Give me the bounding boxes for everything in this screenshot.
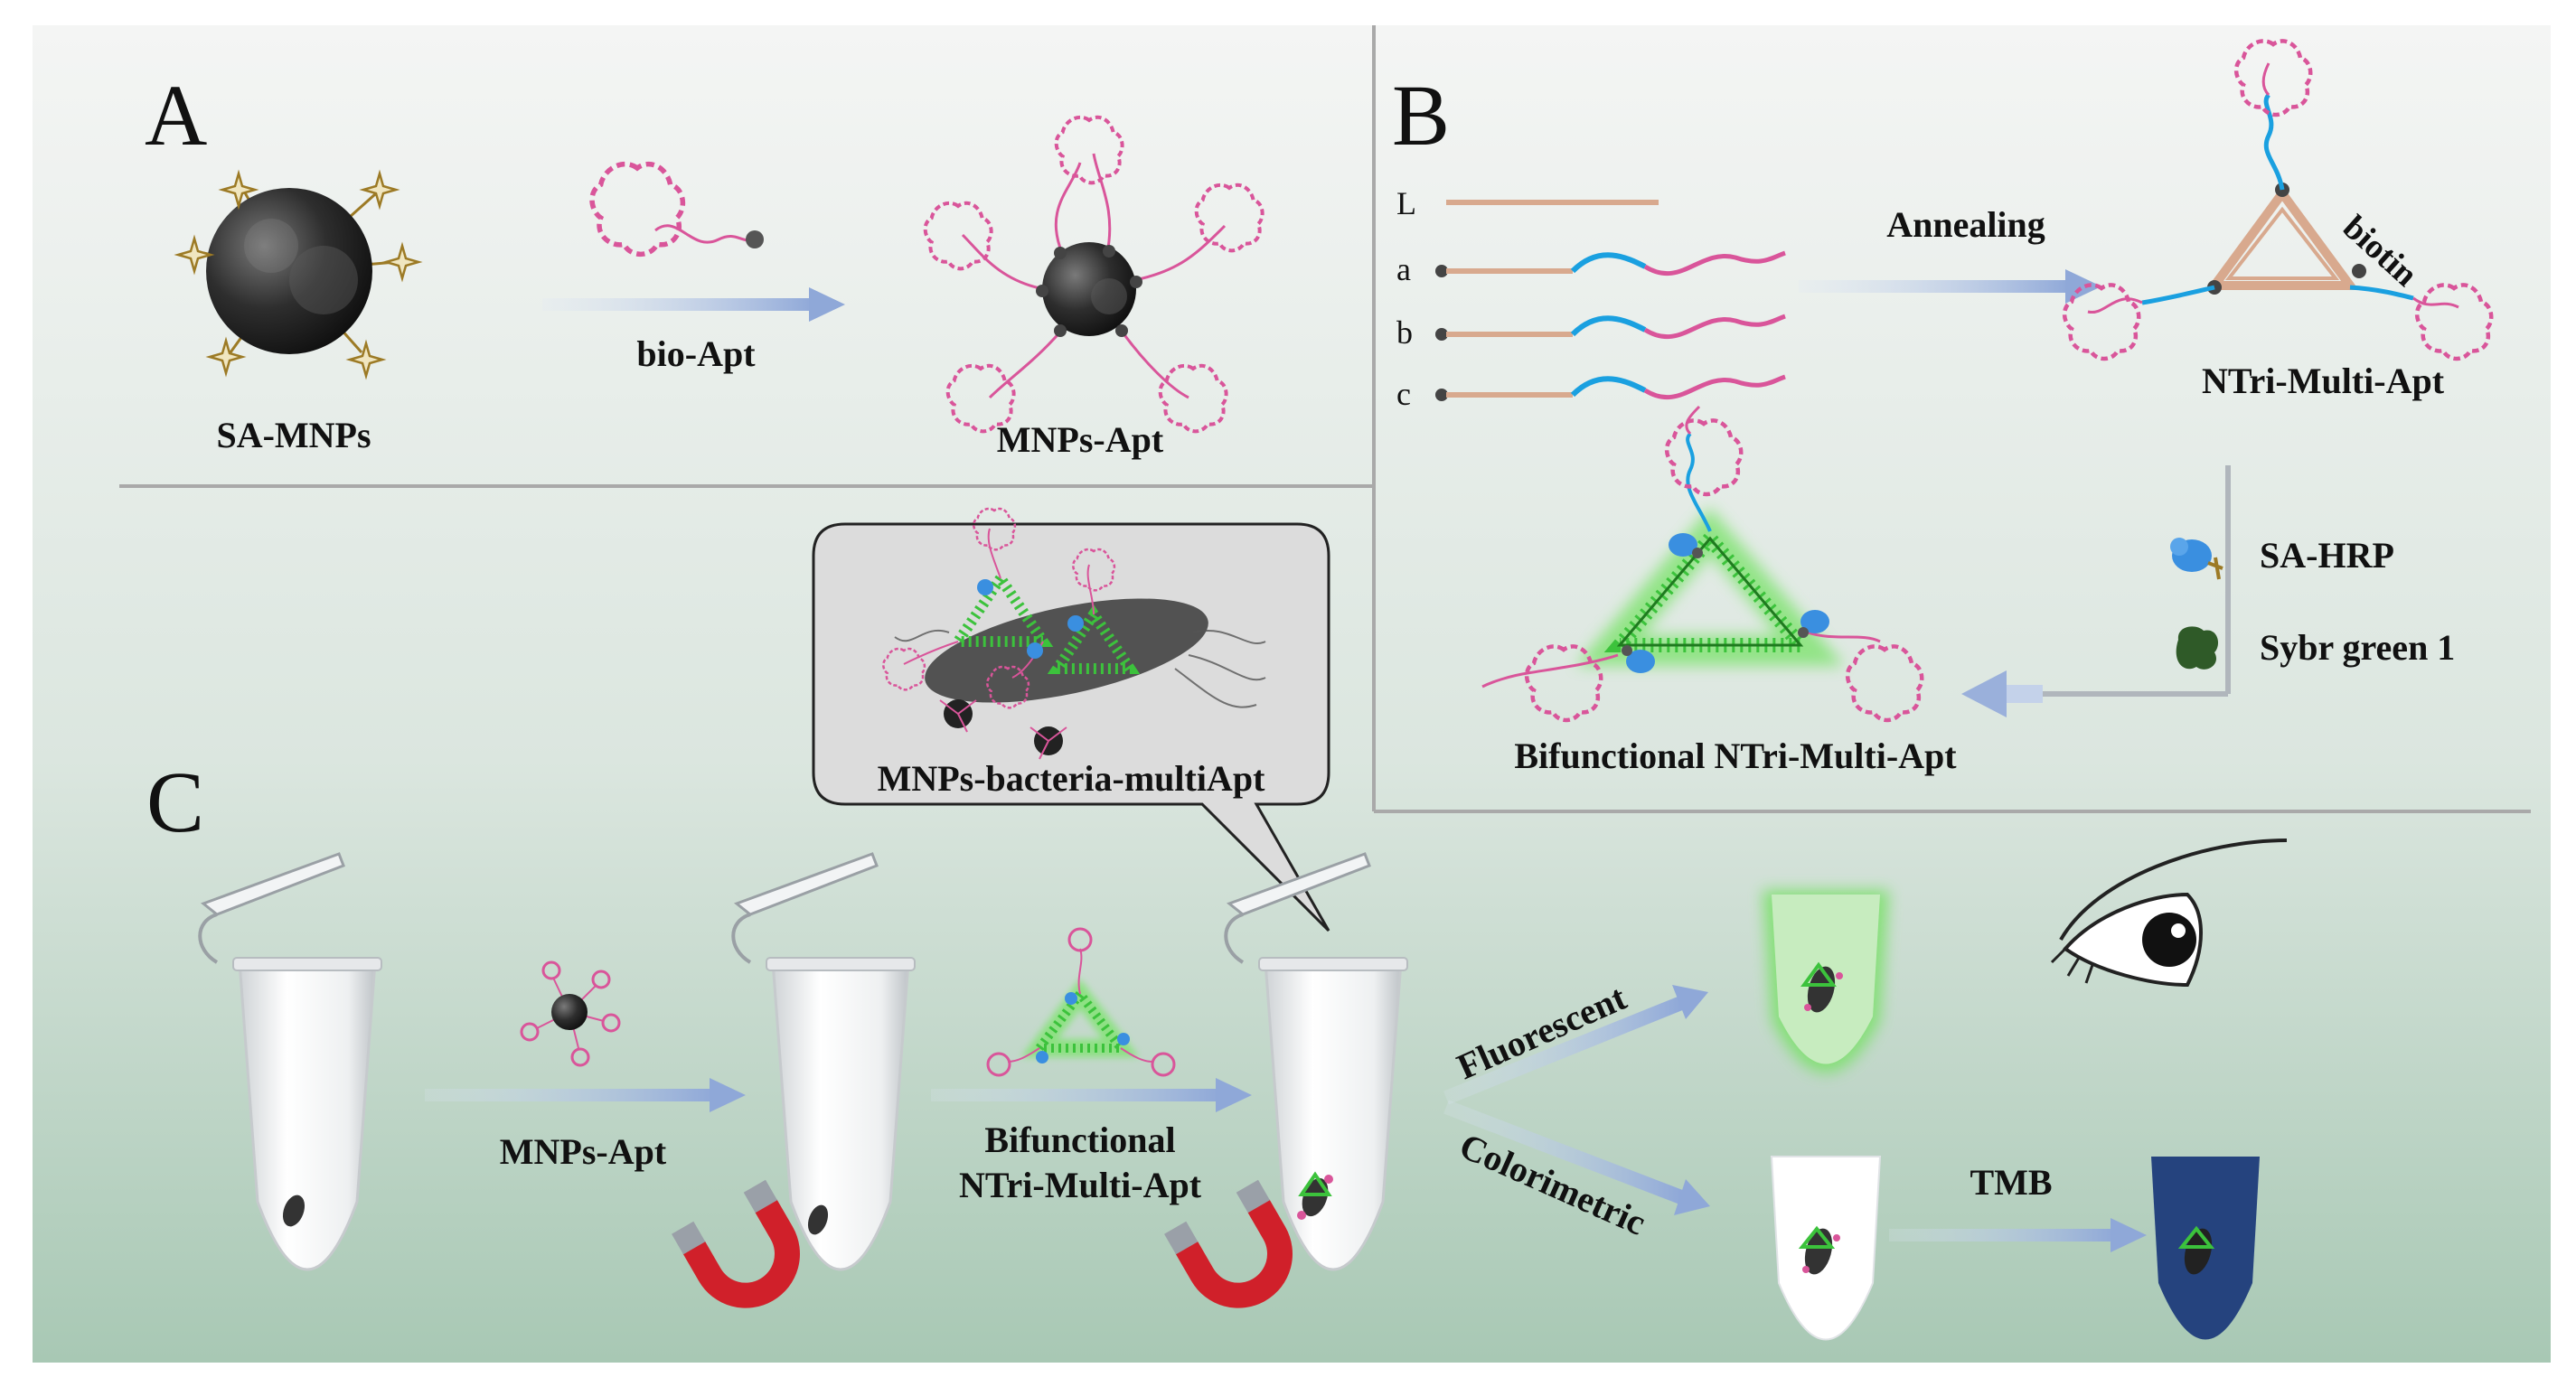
magnet-icon-2: [1164, 1179, 1293, 1308]
mnps-apt-icon: [923, 115, 1264, 434]
label-sa-mnps: SA-MNPs: [216, 415, 371, 455]
strand-label-c: c: [1396, 376, 1411, 412]
triangle-icon: [2205, 185, 2359, 290]
label-bio-apt: bio-Apt: [636, 333, 756, 374]
legend-sa-hrp: SA-HRP: [2260, 535, 2394, 576]
tube-fluorescent: [1763, 890, 1889, 1073]
arrow-fluorescent: [1443, 996, 1684, 1105]
label-bif-line1: Bifunctional: [984, 1120, 1175, 1160]
ntri-multi-apt-icon: [2064, 41, 2491, 359]
bead-icon: [206, 188, 372, 354]
label-ntri-multi-apt: NTri-Multi-Apt: [2202, 361, 2445, 401]
label-bifunctional-b: Bifunctional NTri-Multi-Apt: [1514, 735, 1957, 776]
arrow-a: [542, 298, 813, 311]
bifunctional-ntri-icon: [1481, 405, 1922, 720]
sybr-icon: [2176, 626, 2218, 670]
panel-dividers: [119, 25, 2531, 813]
label-annealing: Annealing: [1886, 204, 2045, 245]
panel-label-b: B: [1392, 67, 1450, 164]
arrow-annealing: [1799, 280, 2070, 293]
label-tmb: TMB: [1970, 1162, 2052, 1203]
label-mnps-apt-a: MNPs-Apt: [997, 419, 1164, 460]
arrow-return: [1961, 465, 2231, 717]
legend: SA-HRP Sybr green 1: [2170, 535, 2455, 670]
tube-colorimetric: [1770, 1156, 1882, 1341]
tube-blue: [2151, 1157, 2260, 1340]
hrp-icon: [2170, 538, 2223, 580]
strand-label-l: L: [1396, 185, 1416, 221]
strand-list: L a b c: [1396, 185, 1786, 412]
strand-label-b: b: [1396, 314, 1413, 351]
arrow-c1: [425, 1089, 714, 1101]
label-bif-line2: NTri-Multi-Apt: [959, 1165, 1202, 1205]
mnps-apt-small-icon: [520, 960, 621, 1067]
arrow-tmb: [1889, 1229, 2115, 1241]
bifunctional-small-icon: [986, 927, 1176, 1077]
tube-2: [731, 852, 916, 1271]
label-bubble: MNPs-bacteria-multiApt: [878, 758, 1265, 799]
panel-label-c: C: [146, 754, 204, 850]
strand-label-a: a: [1396, 251, 1411, 287]
arrow-colorimetric: [1443, 1100, 1684, 1204]
label-mnps-apt-c: MNPs-Apt: [500, 1131, 667, 1172]
magnet-icon: [672, 1179, 800, 1308]
sa-mnps-bead: [176, 172, 420, 378]
speech-bubble: MNPs-bacteria-multiApt: [812, 507, 1330, 932]
arrow-c2: [931, 1089, 1220, 1101]
panel-label-a: A: [145, 67, 207, 164]
tube-icon: [200, 852, 345, 916]
legend-sybr: Sybr green 1: [2260, 627, 2455, 668]
tube-3: [1224, 852, 1408, 1271]
bio-apt-icon: [592, 164, 764, 255]
tube-1: [198, 852, 382, 1271]
eye-icon: [2050, 839, 2288, 988]
